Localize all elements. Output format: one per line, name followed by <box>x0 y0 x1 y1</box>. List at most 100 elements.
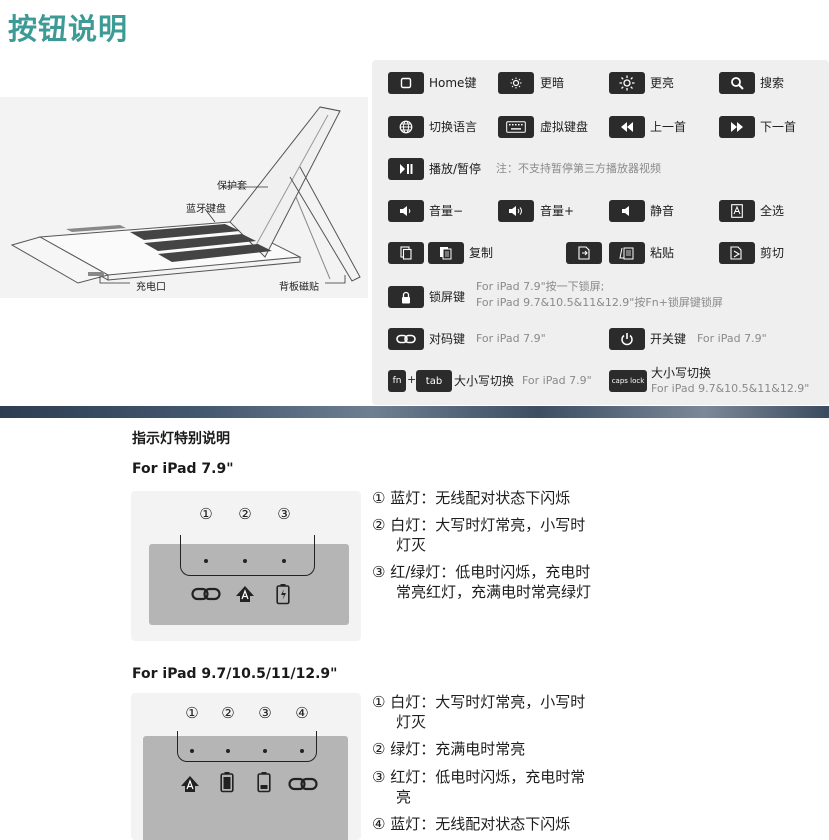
keyboard-keys <box>130 224 272 262</box>
link-icon <box>288 777 318 791</box>
brighter-key <box>609 72 645 94</box>
lock-note-1: For iPad 7.9"按一下锁屏; <box>476 280 605 293</box>
virtual-keyboard-label: 虚拟键盘 <box>540 120 589 134</box>
ipad79-indicator-diagram: ① ② ③ <box>131 491 361 641</box>
home-square-icon <box>400 77 412 89</box>
ipad-large-dot-2 <box>226 749 230 753</box>
power-label: 开关键 <box>650 332 687 346</box>
search-label: 搜索 <box>760 76 785 90</box>
next-track-label: 下一首 <box>760 120 797 134</box>
keyboard-case-illustration: 保护套 蓝牙键盘 充电口 背板磁贴 <box>0 97 368 298</box>
volume-up-label: 音量+ <box>540 204 575 218</box>
ipad79-light-panel <box>149 544 349 625</box>
copy-pages-icon <box>440 247 452 260</box>
switch-language-label: 切换语言 <box>429 120 478 134</box>
switch-language-key <box>388 116 424 138</box>
power-note: For iPad 7.9" <box>697 332 767 345</box>
dimmer-key <box>498 72 534 94</box>
keyboard-icon <box>506 121 526 133</box>
ipad-large-desc-2-line-1: ② 绿灯：充满电时常亮 <box>372 740 526 758</box>
ipad79-dot-2 <box>243 559 247 563</box>
ipad-large-dot-1 <box>190 749 194 753</box>
ipad-large-bracket <box>177 731 317 762</box>
pairing-key <box>388 328 424 350</box>
battery-full-icon <box>220 772 234 793</box>
ipad-large-num-2: ② <box>221 704 235 722</box>
link-icon <box>191 587 221 601</box>
ipad-large-indicator-diagram: ① ② ③ ④ <box>131 693 361 840</box>
caps-lock-icon <box>181 776 199 792</box>
copy-label: 复制 <box>469 246 494 260</box>
pairing-label: 对码键 <box>429 332 466 346</box>
search-icon <box>731 77 744 90</box>
ipad-large-desc-3-line-2: 亮 <box>396 788 412 806</box>
search-key <box>719 72 755 94</box>
ipad-large-num-4: ④ <box>295 704 309 722</box>
separator-band <box>0 406 829 418</box>
ipad79-num-3: ③ <box>277 505 291 523</box>
select-all-icon <box>731 204 743 218</box>
caps-lock-key: caps lock <box>609 370 647 392</box>
ipad-large-desc-4-line-1: ④ 蓝灯：无线配对状态下闪烁 <box>372 815 571 833</box>
copy-key-2 <box>428 242 464 264</box>
callout-charge-port: 充电口 <box>136 282 166 293</box>
ipad79-desc-2-line-1: ② 白灯：大写时灯常亮，小写时 <box>372 516 586 534</box>
ipad79-desc-1-line-1: ① 蓝灯：无线配对状态下闪烁 <box>372 489 571 507</box>
ipad79-dot-1 <box>204 559 208 563</box>
ipad-large-desc-1-line-1: ① 白灯：大写时灯常亮，小写时 <box>372 693 586 711</box>
indicator-title: 指示灯特别说明 <box>132 431 230 447</box>
lock-icon <box>402 291 410 303</box>
brightness-low-icon <box>510 77 522 89</box>
rewind-icon <box>621 122 633 132</box>
prev-track-label: 上一首 <box>650 120 687 134</box>
play-pause-label: 播放/暂停 <box>429 162 482 176</box>
virtual-keyboard-key <box>498 116 534 138</box>
volume-down-label: 音量− <box>429 204 464 218</box>
ipad79-desc-2-line-2: 灯灭 <box>396 536 427 554</box>
button-legend-panel: Home键 更暗 更亮 搜索 切换语言 虚拟键盘 上一首 下一首 播放/暂停 注… <box>372 60 829 405</box>
speaker-high-icon <box>508 206 522 216</box>
ipad79-bracket <box>180 535 315 576</box>
fast-forward-icon <box>731 122 743 132</box>
cut-label: 剪切 <box>760 246 785 260</box>
ipad-large-heading: For iPad 9.7/10.5/11/12.9" <box>132 666 338 682</box>
battery-charging-icon <box>276 584 290 605</box>
mute-label: 静音 <box>650 204 675 218</box>
ipad79-num-2: ② <box>238 505 252 523</box>
page-title: 按钮说明 <box>8 12 129 46</box>
case-switch-label-1: 大小写切换 <box>454 374 515 388</box>
ipad79-num-1: ① <box>199 505 213 523</box>
volume-down-key <box>388 200 424 222</box>
link-icon <box>396 334 416 344</box>
ipad-large-dot-4 <box>300 749 304 753</box>
paste-key-1 <box>566 242 602 264</box>
select-all-label: 全选 <box>760 204 785 218</box>
callout-case: 保护套 <box>217 181 247 192</box>
cut-key <box>719 242 755 264</box>
power-icon <box>621 333 633 346</box>
dimmer-label: 更暗 <box>540 76 565 90</box>
keyboard-case-drawing <box>10 106 361 284</box>
tab-key: tab <box>416 370 452 392</box>
lock-note-2: For iPad 9.7&10.5&11&12.9"按Fn+锁屏键锁屏 <box>476 296 723 309</box>
power-key <box>609 328 645 350</box>
paste-clipboard-icon <box>619 247 634 260</box>
fn-key: fn <box>388 370 406 392</box>
case-switch-note-1: For iPad 7.9" <box>522 374 592 387</box>
ipad79-dot-3 <box>282 559 286 563</box>
callout-keyboard: 蓝牙键盘 <box>186 204 226 215</box>
ipad-large-num-1: ① <box>185 704 199 722</box>
next-track-key <box>719 116 755 138</box>
paste-label: 粘贴 <box>650 246 675 260</box>
home-label: Home键 <box>429 76 477 90</box>
brightness-high-icon <box>619 75 635 91</box>
copy-doc-icon <box>400 246 412 260</box>
battery-low-icon <box>257 772 271 793</box>
lock-screen-key <box>388 286 424 308</box>
paste-doc-icon <box>578 246 590 260</box>
ipad-large-desc-3-line-1: ③ 红灯：低电时闪烁，充电时常 <box>372 768 586 786</box>
pairing-note: For iPad 7.9" <box>476 332 546 345</box>
home-key <box>388 72 424 94</box>
case-switch-note-2: For iPad 9.7&10.5&11&12.9" <box>651 382 810 395</box>
paste-key-2 <box>609 242 645 264</box>
